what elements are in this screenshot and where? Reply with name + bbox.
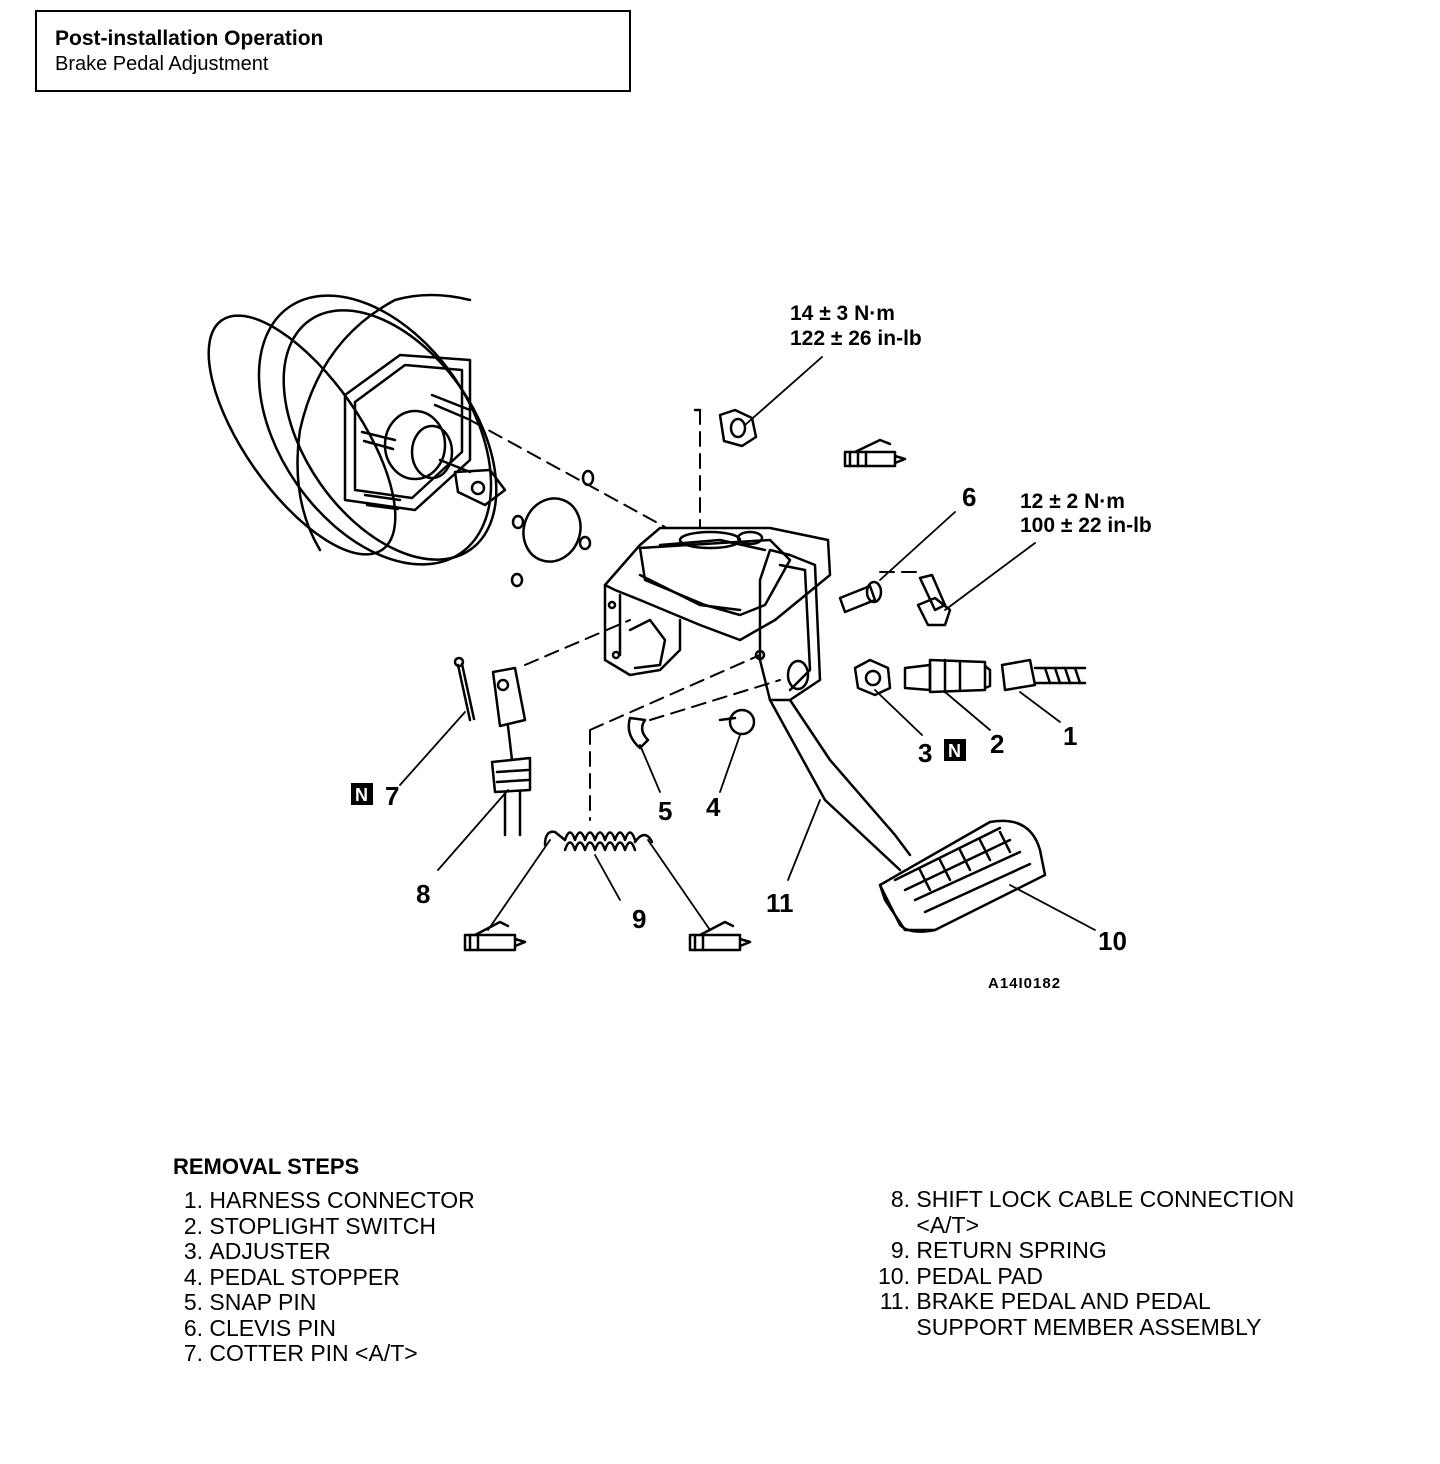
step-label: BRAKE PEDAL AND PEDAL [916, 1288, 1211, 1314]
step-number: 3. [183, 1238, 203, 1264]
step-row: 9. RETURN SPRING [868, 1237, 1294, 1264]
step-row: 10. PEDAL PAD [868, 1262, 1294, 1290]
callout-9: 9 [632, 904, 646, 934]
pedal-stopper [718, 708, 756, 736]
header-subtitle: Brake Pedal Adjustment [55, 53, 269, 75]
bolt [916, 573, 952, 627]
return-spring [543, 830, 654, 852]
step-row: 8. SHIFT LOCK CABLE CONNECTION [868, 1186, 1295, 1213]
callout-5: 5 [658, 796, 672, 826]
callout-2: 2 [990, 729, 1004, 759]
brake-booster [207, 293, 507, 566]
grease-symbol-right [688, 920, 752, 952]
grease-symbol-top [843, 438, 907, 468]
step-text: COTTER PIN <A/T> [203, 1340, 418, 1367]
callout-3: 3 [918, 738, 932, 768]
step-label: RETURN SPRING [916, 1237, 1107, 1263]
adjuster [853, 658, 892, 697]
step-row: SUPPORT MEMBER ASSEMBLY [868, 1313, 1294, 1341]
torque-spec-bolt-inlb: 100 ± 22 in-lb [1020, 514, 1152, 537]
brake-pedal-arm [754, 548, 912, 872]
step-number: 4. [183, 1263, 203, 1290]
step-text: SNAP PIN [203, 1289, 317, 1316]
step-label: HARNESS CONNECTOR [209, 1187, 475, 1213]
pedal-support-bracket [603, 526, 832, 677]
step-text: HARNESS CONNECTOR [203, 1187, 475, 1214]
callout-4: 4 [706, 792, 721, 822]
torque-spec-bolt-nm: 12 ± 2 N·m [1020, 490, 1125, 513]
step-text: STOPLIGHT SWITCH [203, 1212, 437, 1240]
step-label: STOPLIGHT SWITCH [209, 1212, 437, 1239]
callout-7: 7 [385, 781, 399, 811]
step-row: 7. COTTER PIN <A/T> [173, 1340, 475, 1367]
grease-symbol-left [463, 920, 527, 952]
step-text: CLEVIS PIN [203, 1314, 336, 1342]
step-number: 5. [183, 1289, 203, 1315]
torque-spec-nut-inlb: 122 ± 26 in-lb [790, 327, 922, 350]
step-number [868, 1213, 910, 1239]
stoplight-switch [903, 658, 992, 694]
step-label: COTTER PIN <A/T> [209, 1340, 418, 1366]
step-label: PEDAL STOPPER [209, 1263, 400, 1290]
step-text: <A/T> [910, 1211, 980, 1239]
step-number: 6. [183, 1314, 203, 1341]
step-text: SUPPORT MEMBER ASSEMBLY [910, 1313, 1262, 1341]
step-label: SNAP PIN [209, 1289, 317, 1315]
step-text: SHIFT LOCK CABLE CONNECTION [910, 1186, 1295, 1213]
clevis-pin [838, 580, 883, 614]
step-text: BRAKE PEDAL AND PEDAL [910, 1288, 1211, 1315]
step-row: 6. CLEVIS PIN [173, 1314, 475, 1342]
n-mark-cotter-pin: N [351, 783, 373, 805]
step-number: 10. [878, 1262, 910, 1289]
step-label: CLEVIS PIN [209, 1314, 336, 1341]
callout-10: 10 [1098, 926, 1127, 956]
figure-code: A14I0182 [988, 975, 1061, 992]
pedal-pad [878, 819, 1047, 933]
step-row: 1. HARNESS CONNECTOR [173, 1187, 475, 1214]
step-label: ADJUSTER [209, 1238, 331, 1264]
step-text: PEDAL STOPPER [203, 1263, 400, 1291]
step-row: 5. SNAP PIN [173, 1289, 475, 1316]
nut [718, 408, 758, 448]
step-number: 9. [890, 1237, 910, 1263]
step-label: SHIFT LOCK CABLE CONNECTION [916, 1186, 1295, 1212]
step-number: 11. [879, 1288, 910, 1314]
header-box: Post-installation Operation Brake Pedal … [35, 10, 631, 92]
step-label: PEDAL PAD [916, 1262, 1043, 1289]
step-number: 7. [183, 1340, 203, 1366]
removal-steps-left: 1. HARNESS CONNECTOR 2. STOPLIGHT SWITCH… [173, 1187, 475, 1367]
step-label: SUPPORT MEMBER ASSEMBLY [916, 1313, 1262, 1340]
step-row: 11. BRAKE PEDAL AND PEDAL [868, 1288, 1294, 1315]
header-title: Post-installation Operation [55, 27, 324, 50]
n-mark-adjuster: N [944, 739, 966, 761]
step-number [868, 1315, 910, 1341]
step-number: 1. [183, 1187, 203, 1213]
step-text: PEDAL PAD [910, 1262, 1043, 1290]
n-mark-adjuster-letter: N [948, 741, 961, 761]
step-text: ADJUSTER [203, 1238, 331, 1265]
step-label: <A/T> [916, 1211, 980, 1238]
snap-pin [627, 716, 650, 750]
callout-1: 1 [1063, 721, 1077, 751]
callout-11: 11 [766, 888, 794, 918]
gasket [510, 469, 595, 588]
step-text: RETURN SPRING [910, 1237, 1107, 1264]
callout-8: 8 [416, 879, 430, 909]
step-number: 2. [183, 1212, 203, 1239]
n-mark-cotter-pin-letter: N [355, 785, 368, 805]
step-number: 8. [890, 1186, 910, 1212]
callout-6: 6 [962, 482, 976, 512]
step-row: 2. STOPLIGHT SWITCH [173, 1212, 475, 1240]
step-row: 4. PEDAL STOPPER [173, 1263, 475, 1291]
step-row: 3. ADJUSTER [173, 1238, 475, 1265]
removal-steps-title: REMOVAL STEPS [173, 1154, 360, 1179]
shift-lock-cable [490, 666, 532, 837]
harness-connector [1000, 658, 1087, 692]
cotter-pin [453, 656, 476, 722]
step-row: <A/T> [868, 1211, 1294, 1239]
torque-spec-nut-nm: 14 ± 3 N·m [790, 302, 895, 325]
removal-steps-right: 8. SHIFT LOCK CABLE CONNECTION <A/T> 9. … [868, 1186, 1295, 1341]
